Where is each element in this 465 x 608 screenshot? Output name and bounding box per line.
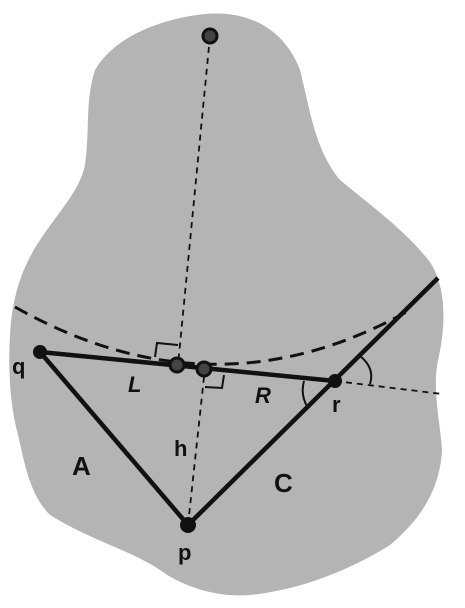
point-r <box>328 374 342 388</box>
segment-q-p <box>38 350 190 527</box>
dashed-arc <box>14 305 411 366</box>
point-p <box>180 517 196 533</box>
gray-region <box>9 13 444 596</box>
label-L: L <box>128 372 141 397</box>
label-r: r <box>332 392 341 417</box>
label-R: R <box>255 383 271 408</box>
segment-p-r-extended <box>186 276 440 527</box>
dashed-extension-line <box>334 380 443 395</box>
center-point-right <box>195 360 213 378</box>
angle-arc-right <box>359 355 373 385</box>
right-angle-marker-bottom <box>204 374 225 390</box>
right-angle-marker-top <box>154 341 179 358</box>
top-point <box>201 27 219 45</box>
dashed-height-line <box>187 367 206 526</box>
label-q: q <box>12 354 25 379</box>
segment-q-center <box>39 349 336 384</box>
label-A: A <box>72 451 91 481</box>
label-h: h <box>174 436 187 461</box>
dashed-vertical-line <box>177 35 211 366</box>
label-p: p <box>178 540 191 565</box>
center-point-left <box>168 356 186 374</box>
label-C: C <box>274 468 293 498</box>
point-q <box>33 345 47 359</box>
